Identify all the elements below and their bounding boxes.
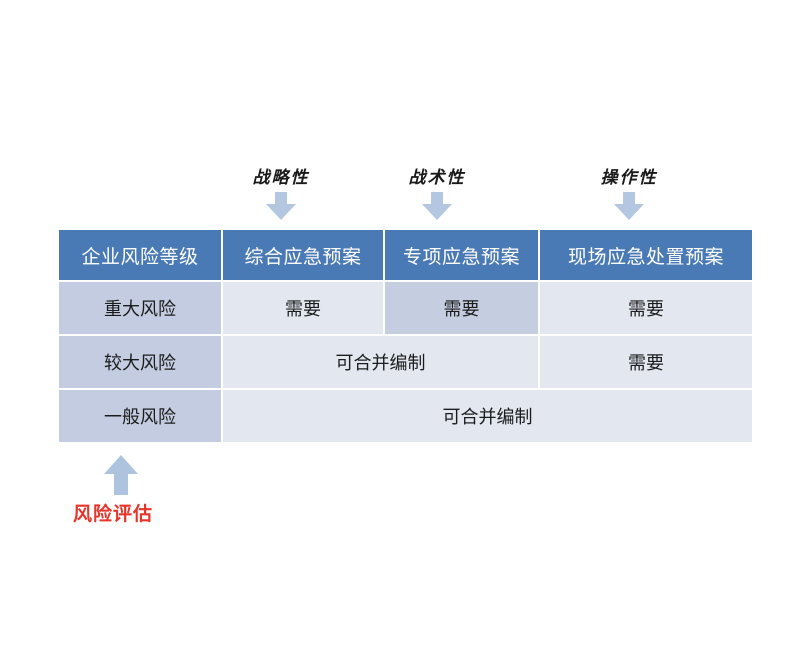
annotation-label-operational: 操作性 bbox=[600, 168, 658, 188]
column-header-special-plan: 专项应急预案 bbox=[385, 230, 538, 280]
row-header-large-risk: 较大风险 bbox=[59, 336, 221, 388]
column-header-risk-level: 企业风险等级 bbox=[59, 230, 221, 280]
arrow-stem bbox=[623, 192, 635, 205]
arrow-stem bbox=[114, 473, 128, 495]
arrow-head bbox=[104, 455, 138, 474]
annotation-label-risk-assessment: 风险评估 bbox=[73, 503, 154, 525]
up-arrow-icon bbox=[104, 455, 138, 495]
table-header-row: 企业风险等级 综合应急预案 专项应急预案 现场应急处置预案 bbox=[59, 230, 752, 280]
column-header-onsite-plan: 现场应急处置预案 bbox=[540, 230, 752, 280]
row-header-major-risk: 重大风险 bbox=[59, 282, 221, 334]
down-arrow-icon bbox=[422, 192, 452, 220]
table-row: 重大风险 需要 需要 需要 bbox=[59, 282, 752, 334]
down-arrow-icon bbox=[266, 192, 296, 220]
cell-major-comprehensive: 需要 bbox=[223, 282, 383, 334]
arrow-stem bbox=[275, 192, 287, 205]
cell-large-onsite: 需要 bbox=[540, 336, 752, 388]
column-header-comprehensive-plan: 综合应急预案 bbox=[223, 230, 383, 280]
risk-plan-matrix: 企业风险等级 综合应急预案 专项应急预案 现场应急处置预案 重大风险 需要 需要… bbox=[57, 228, 754, 444]
arrow-head bbox=[614, 204, 644, 220]
cell-major-onsite: 需要 bbox=[540, 282, 752, 334]
down-arrow-icon bbox=[614, 192, 644, 220]
arrow-head bbox=[266, 204, 296, 220]
annotation-label-tactical: 战术性 bbox=[408, 168, 466, 188]
table-row: 较大风险 可合并编制 需要 bbox=[59, 336, 752, 388]
cell-general-merged-plan: 可合并编制 bbox=[223, 390, 752, 442]
table-row: 一般风险 可合并编制 bbox=[59, 390, 752, 442]
row-header-general-risk: 一般风险 bbox=[59, 390, 221, 442]
annotation-label-strategic: 战略性 bbox=[252, 168, 310, 188]
arrow-stem bbox=[431, 192, 443, 205]
cell-major-special: 需要 bbox=[385, 282, 538, 334]
cell-large-merged-plan: 可合并编制 bbox=[223, 336, 538, 388]
arrow-head bbox=[422, 204, 452, 220]
